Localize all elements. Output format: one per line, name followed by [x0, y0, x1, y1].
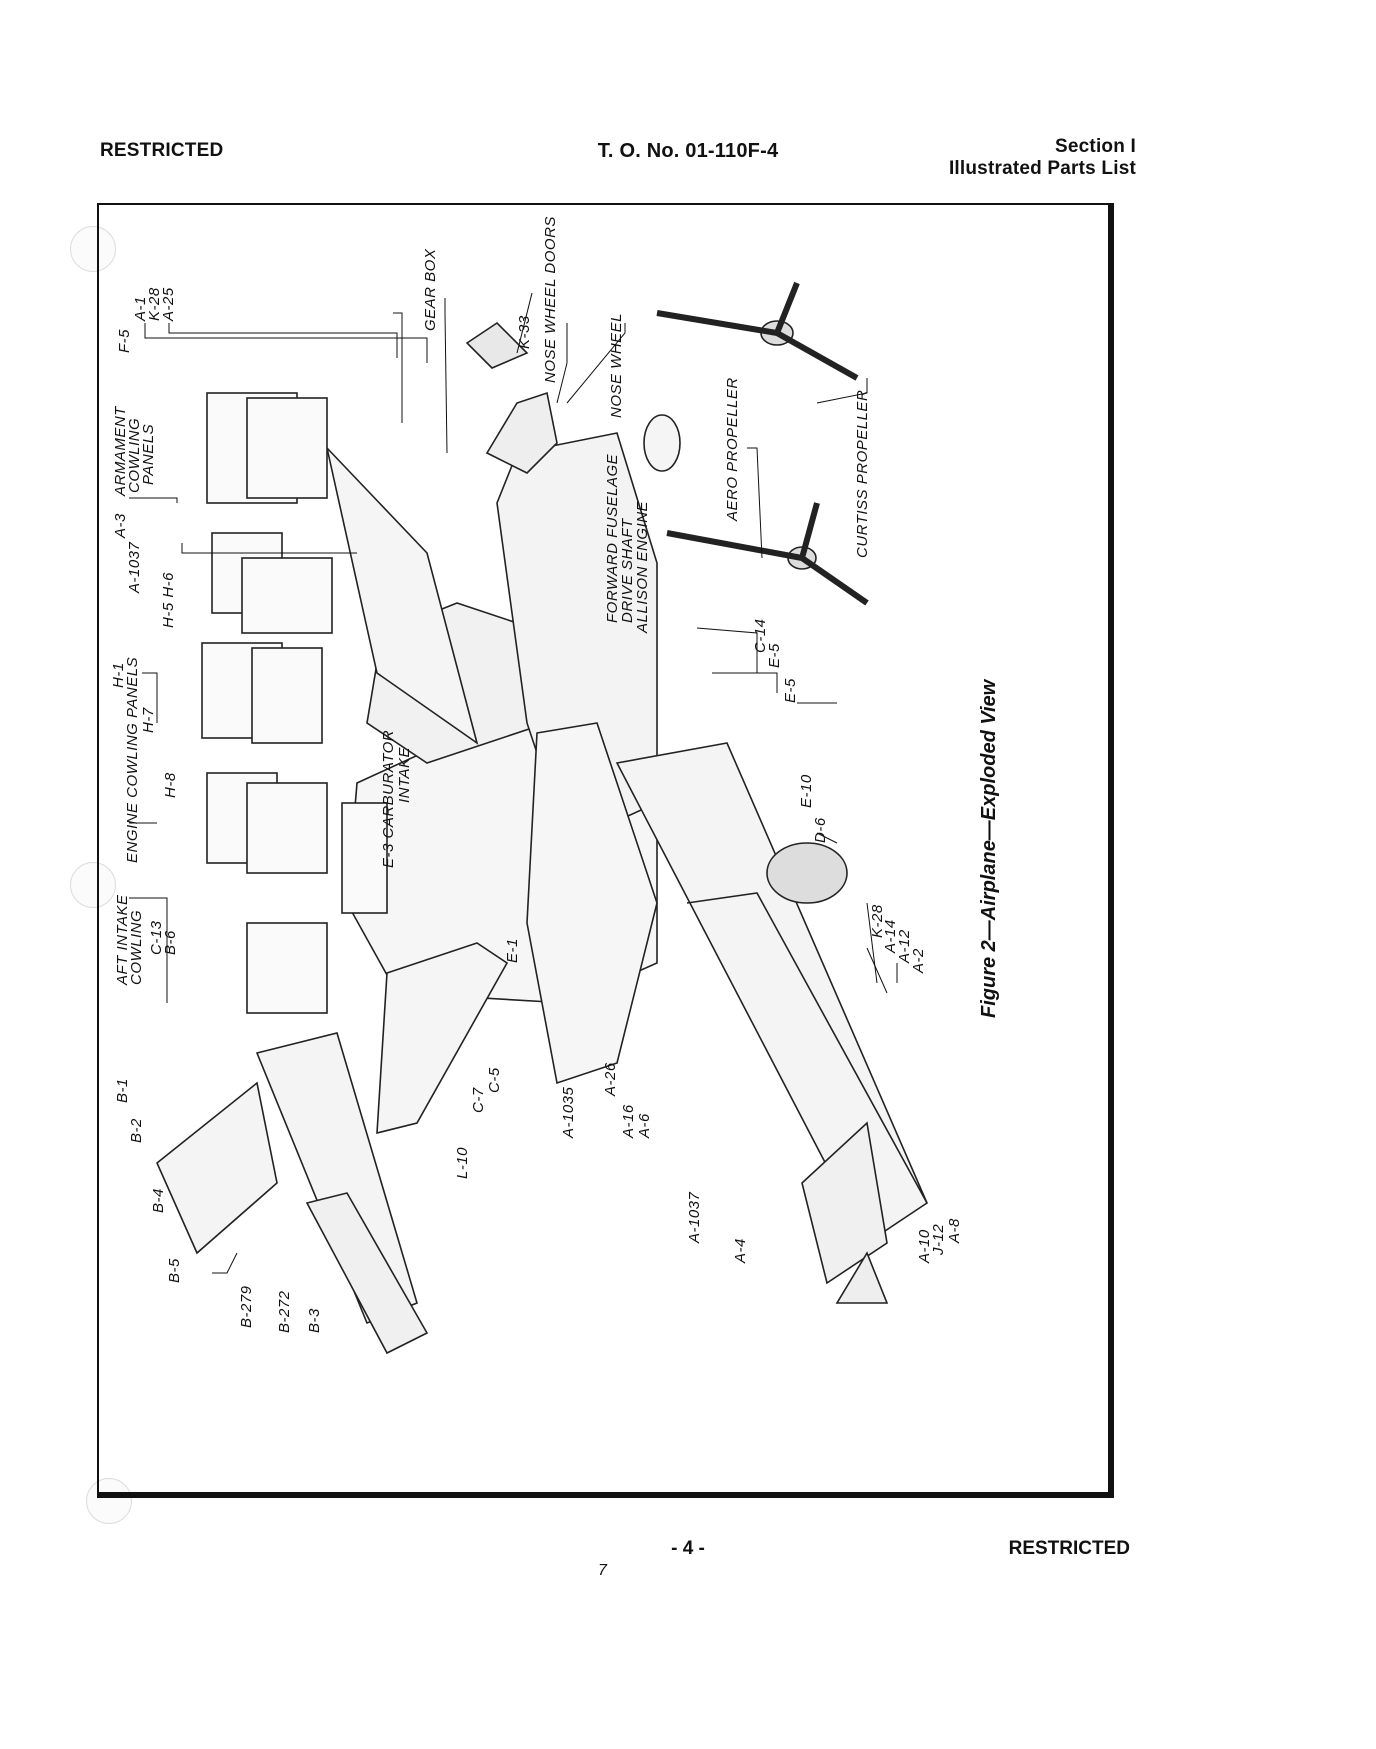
label-h1: H-1: [110, 662, 127, 688]
label-e10: E-10: [798, 774, 815, 808]
label-a1035: A-1035: [560, 1086, 577, 1139]
figure-caption: Figure 2—Airplane—Exploded View: [978, 678, 1000, 1018]
label-b4: B-4: [150, 1188, 167, 1213]
label-gear-box: GEAR BOX: [422, 248, 439, 331]
label-aft-intake-2: COWLING: [128, 910, 145, 985]
label-a3: A-3: [112, 513, 129, 539]
label-c7: C-7: [470, 1087, 487, 1113]
label-a26: A-26: [602, 1062, 619, 1097]
label-forward-fuselage: FORWARD FUSELAGE: [604, 453, 621, 623]
label-b2: B-2: [128, 1118, 145, 1143]
label-a25: A-25: [160, 287, 177, 322]
label-engine-cowling-panels: ENGINE COWLING PANELS: [124, 657, 141, 863]
label-aero-propeller: AERO PROPELLER: [724, 377, 741, 522]
section-subtitle: Illustrated Parts List: [948, 158, 1136, 179]
footer-restricted-right: RESTRICTED: [1008, 1538, 1130, 1559]
header-restricted-left: RESTRICTED: [100, 140, 224, 161]
label-drive-shaft: DRIVE SHAFT: [619, 517, 636, 623]
label-b279: B-279: [238, 1285, 255, 1328]
exploded-view-illustration: F-5 A-1 K-28 A-25 GEAR BOX K-33 NOSE WHE…: [110, 216, 1000, 1355]
label-k28-low: K-28: [869, 904, 886, 938]
label-a6: A-6: [636, 1113, 653, 1139]
label-k28-top: K-28: [146, 287, 163, 321]
label-carburator: E-3 CARBURATOR: [380, 730, 397, 868]
page-number: - 4 -: [671, 1538, 705, 1559]
label-c5: C-5: [486, 1067, 503, 1093]
label-a12: A-12: [896, 929, 913, 964]
label-e5-b: E-5: [782, 678, 799, 703]
section-title: Section I Illustrated Parts List: [949, 136, 1136, 180]
label-k33: K-33: [516, 315, 533, 349]
label-b6: B-6: [162, 930, 179, 955]
binder-hole-bottom: [86, 1478, 132, 1524]
label-b1: B-1: [114, 1078, 131, 1103]
label-intake: INTAKE: [396, 746, 413, 803]
label-a2: A-2: [910, 948, 927, 974]
label-h5-h6: H-5 H-6: [160, 572, 177, 628]
label-a4: A-4: [732, 1238, 749, 1264]
label-aft-intake-1: AFT INTAKE: [114, 894, 131, 986]
label-b272: B-272: [276, 1290, 293, 1333]
document-number: T. O. No. 01-110F-4: [597, 140, 779, 162]
section-label: Section I: [1055, 136, 1136, 157]
label-h7: H-7: [140, 707, 157, 733]
label-l10: L-10: [454, 1147, 471, 1179]
figure-frame: [97, 203, 1114, 1498]
label-d6: D-6: [812, 817, 829, 843]
label-armament-3: PANELS: [140, 424, 157, 485]
label-h8: H-8: [162, 772, 179, 798]
label-armament-1: ARMAMENT: [112, 405, 129, 497]
label-e1: E-1: [504, 938, 521, 963]
page-mark: 7: [598, 1562, 607, 1579]
label-b5: B-5: [166, 1258, 183, 1283]
label-c14: C-14: [752, 618, 769, 653]
label-a1037-low: A-1037: [686, 1191, 703, 1244]
label-j12: J-12: [930, 1224, 947, 1256]
label-nose-wheel-doors: NOSE WHEEL DOORS: [542, 216, 559, 383]
label-a16: A-16: [620, 1104, 637, 1139]
label-f5: F-5: [116, 329, 133, 353]
label-nose-wheel: NOSE WHEEL: [608, 313, 625, 418]
label-armament-2: COWLING: [126, 418, 143, 493]
label-a1037-top: A-1037: [126, 541, 143, 594]
label-b3: B-3: [306, 1308, 323, 1333]
label-a8: A-8: [946, 1218, 963, 1244]
label-curtiss-propeller: CURTISS PROPELLER: [854, 390, 871, 558]
label-a14: A-14: [882, 919, 899, 954]
label-allison-engine: ALLISON ENGINE: [634, 500, 651, 634]
label-e5-a: E-5: [766, 643, 783, 668]
binder-hole-middle: [70, 862, 116, 908]
label-a1: A-1: [132, 296, 149, 322]
label-c13: C-13: [148, 920, 165, 955]
label-a10: A-10: [916, 1229, 933, 1264]
binder-hole-top: [70, 226, 116, 272]
